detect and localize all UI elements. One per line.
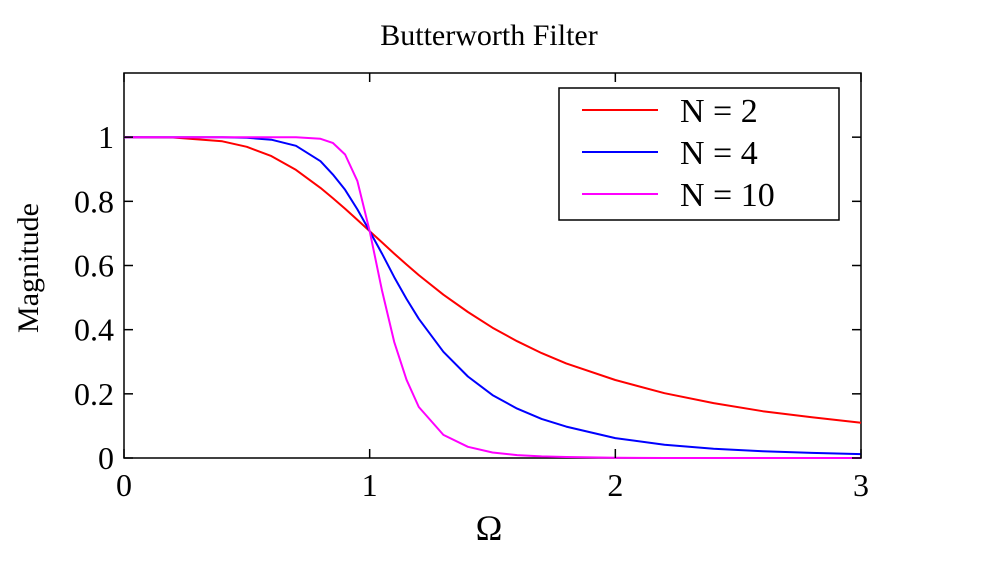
x-tick-label: 2 — [607, 467, 623, 503]
y-tick-label: 1 — [98, 119, 114, 155]
chart-title: Butterworth Filter — [380, 19, 597, 52]
legend-label-2: N = 4 — [680, 135, 758, 172]
y-tick-label: 0.2 — [74, 376, 114, 412]
ticks-layer: 0 1 2 3 0 0.2 0.4 0.6 0.8 1 — [74, 73, 869, 503]
y-tick-label: 0.6 — [74, 248, 114, 284]
series-line-3 — [124, 136, 861, 459]
y-tick-label: 0.4 — [74, 312, 114, 348]
x-axis-label: Ω — [476, 508, 503, 548]
x-tick-label: 0 — [116, 467, 132, 503]
x-tick-label: 3 — [853, 467, 869, 503]
y-tick-label: 0 — [98, 440, 114, 476]
series-line-1 — [123, 136, 862, 424]
y-tick-label: 0.8 — [74, 183, 114, 219]
legend-label-3: N = 10 — [680, 177, 775, 214]
x-tick-label: 1 — [362, 467, 378, 503]
legend-label-1: N = 2 — [680, 93, 758, 130]
series-line-2 — [124, 136, 862, 456]
series-layer — [123, 136, 862, 459]
y-axis-label: Magnitude — [12, 203, 45, 333]
legend: N = 2 N = 4 N = 10 — [558, 87, 840, 221]
